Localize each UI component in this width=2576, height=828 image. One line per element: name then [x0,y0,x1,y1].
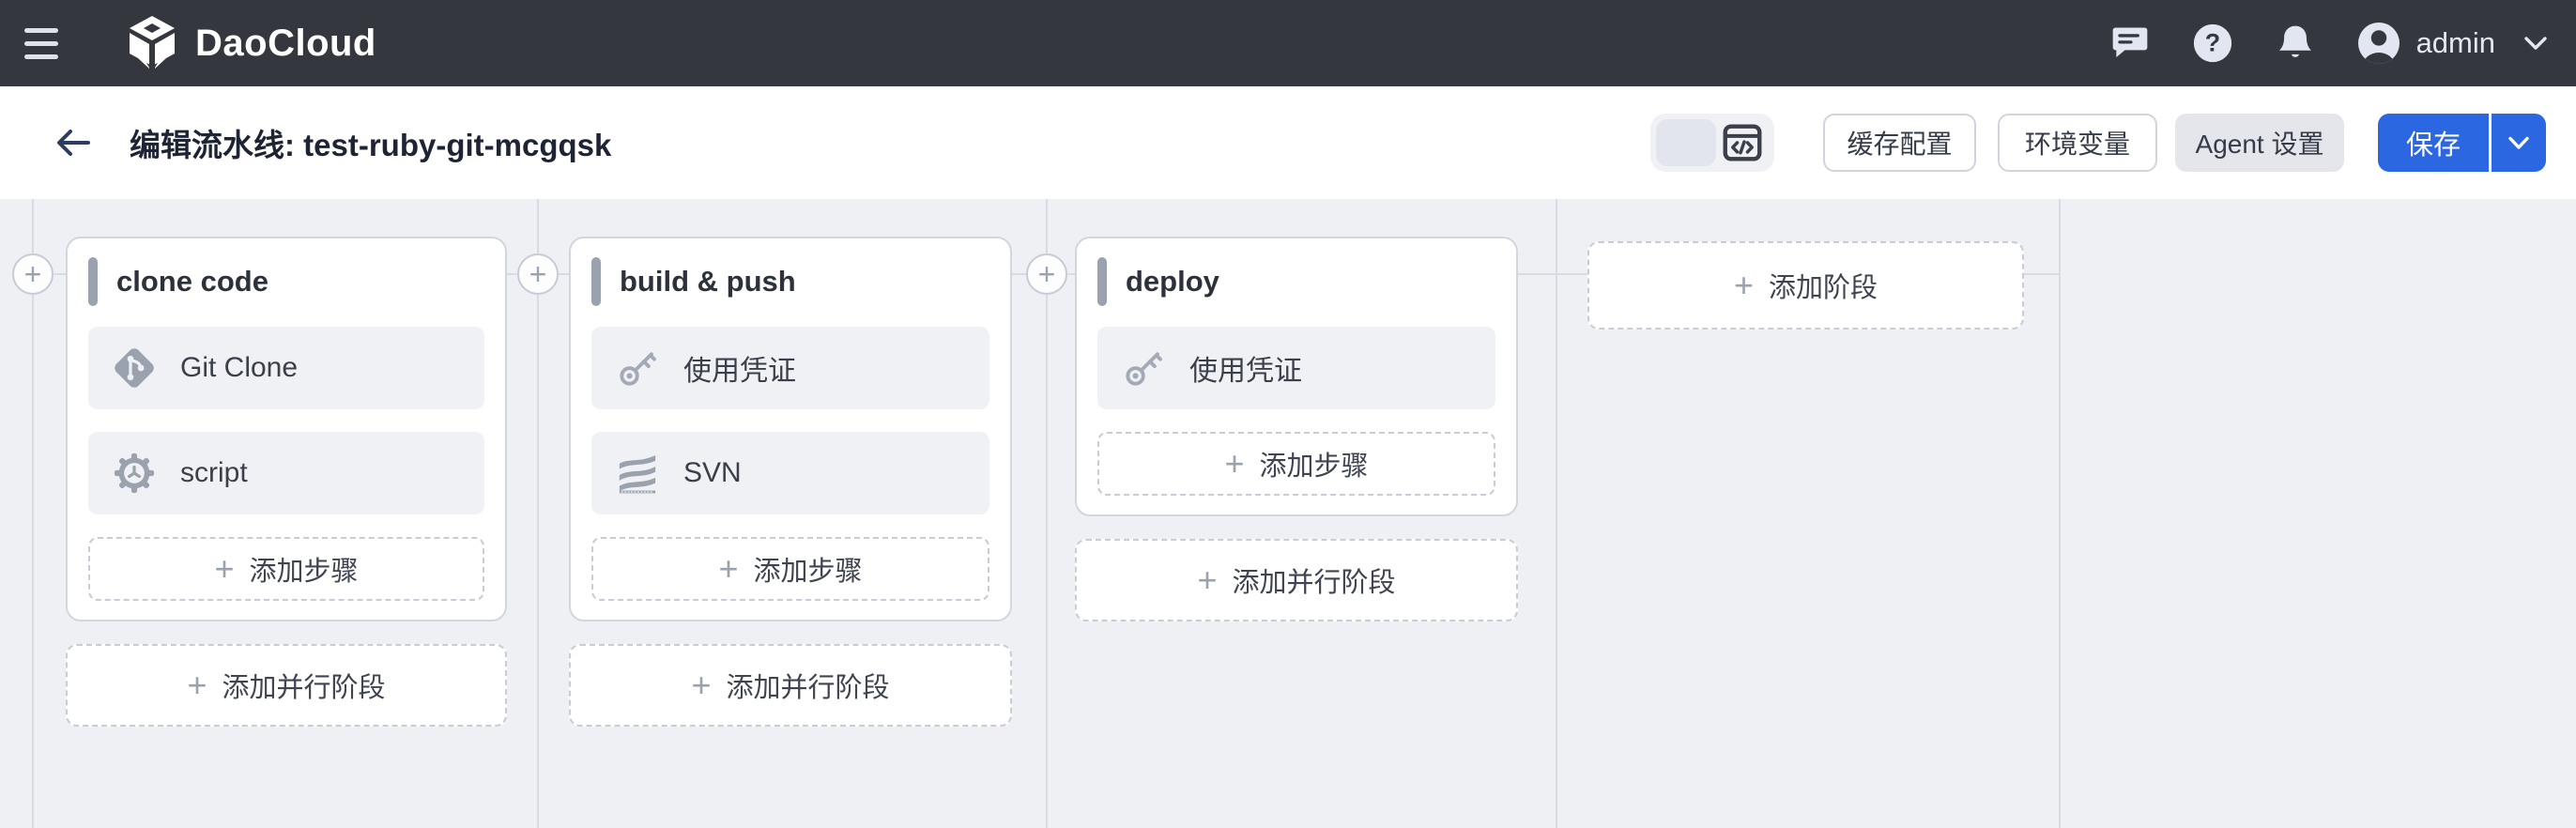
help-icon[interactable]: ? [2191,22,2234,65]
code-window-icon [1722,123,1763,162]
brand-logo[interactable]: DaoCloud [126,14,376,72]
save-split-button: 保存 [2378,114,2546,172]
add-parallel-stage-button[interactable]: +添加并行阶段 [1075,539,1518,621]
stage-drag-handle[interactable] [591,257,601,306]
yaml-view-toggle[interactable] [1716,119,1769,166]
key-icon [1122,346,1165,390]
stage-rail [32,199,34,828]
pipeline-canvas: + + + clone code Git Clone script +添加步骤 +添… [0,199,2576,828]
save-options-button[interactable] [2492,114,2546,172]
step-item[interactable]: Git Clone [88,327,484,409]
insert-stage-button[interactable]: + [1026,253,1067,295]
bell-icon[interactable] [2274,22,2317,65]
username: admin [2415,26,2495,59]
stage-column: deploy 使用凭证 +添加步骤 +添加并行阶段 [1075,237,1518,621]
avatar [2356,21,2401,66]
add-step-button[interactable]: +添加步骤 [88,537,484,601]
step-item[interactable]: script [88,432,484,514]
back-button[interactable] [51,120,96,165]
step-label: 使用凭证 [1189,356,1302,387]
brand-name: DaoCloud [195,22,376,64]
stage-rail [1556,199,1557,828]
stage-title: build & push [620,265,796,298]
plus-icon: + [718,549,739,588]
plus-icon: + [691,666,712,704]
step-label: script [180,457,248,488]
stage-rail [1046,199,1048,828]
add-step-button[interactable]: +添加步骤 [1097,432,1495,496]
svg-text:?: ? [2204,29,2219,57]
stage-drag-handle[interactable] [88,257,98,306]
stage-card[interactable]: build & push 使用凭证 SVN +添加步骤 [569,237,1012,621]
step-item[interactable]: SVN [591,432,989,514]
key-icon [616,346,659,390]
top-navbar: DaoCloud ? [0,0,2576,86]
step-label: Git Clone [180,352,299,383]
stage-drag-handle[interactable] [1097,257,1107,306]
plus-icon: + [1733,266,1754,304]
page-title: 编辑流水线: test-ruby-git-mcgqsk [130,128,612,162]
plus-icon: + [214,549,235,588]
add-parallel-stage-button[interactable]: +添加并行阶段 [66,644,507,727]
plus-icon: + [1197,560,1218,599]
stage-rail [537,199,539,828]
stage-card[interactable]: clone code Git Clone script +添加步骤 [66,237,507,621]
step-label: 使用凭证 [683,356,796,387]
env-vars-button[interactable]: 环境变量 [1998,114,2157,172]
stage-rail [2059,199,2061,828]
stage-title: deploy [1126,265,1219,298]
insert-stage-button[interactable]: + [12,253,54,295]
git-icon [113,346,156,390]
svn-icon [616,452,659,494]
user-menu[interactable]: admin [2356,21,2548,66]
plus-icon: + [187,666,207,704]
cache-config-button[interactable]: 缓存配置 [1823,114,1976,172]
step-item[interactable]: 使用凭证 [1097,327,1495,409]
daocloud-cube-icon [126,14,178,72]
save-button[interactable]: 保存 [2378,114,2489,172]
stage-card[interactable]: deploy 使用凭证 +添加步骤 [1075,237,1518,516]
step-label: SVN [683,457,742,488]
pipeline-toolbar: 编辑流水线: test-ruby-git-mcgqsk 缓存配置 环境变量 Ag… [0,86,2576,199]
add-parallel-stage-button[interactable]: +添加并行阶段 [569,644,1012,727]
stage-header: build & push [591,257,989,306]
stage-header: clone code [88,257,484,306]
stage-column: build & push 使用凭证 SVN +添加步骤 +添加并行阶段 [569,237,1012,727]
menu-icon[interactable] [24,19,73,68]
stage-header: deploy [1097,257,1495,306]
step-item[interactable]: 使用凭证 [591,327,989,409]
chevron-down-icon [2523,36,2548,51]
gear-icon [113,452,156,495]
chevron-down-icon [2508,136,2529,149]
insert-stage-button[interactable]: + [517,253,559,295]
graphic-view-toggle[interactable] [1656,119,1716,166]
add-step-button[interactable]: +添加步骤 [591,537,989,601]
stage-column: clone code Git Clone script +添加步骤 +添加并行阶段 [66,237,507,727]
view-toggle[interactable] [1650,114,1774,172]
plus-icon: + [1224,444,1245,483]
chat-icon[interactable] [2108,22,2152,65]
stage-title: clone code [116,265,268,298]
add-stage-button[interactable]: + 添加阶段 [1587,241,2024,330]
agent-settings-button[interactable]: Agent 设置 [2175,114,2344,172]
